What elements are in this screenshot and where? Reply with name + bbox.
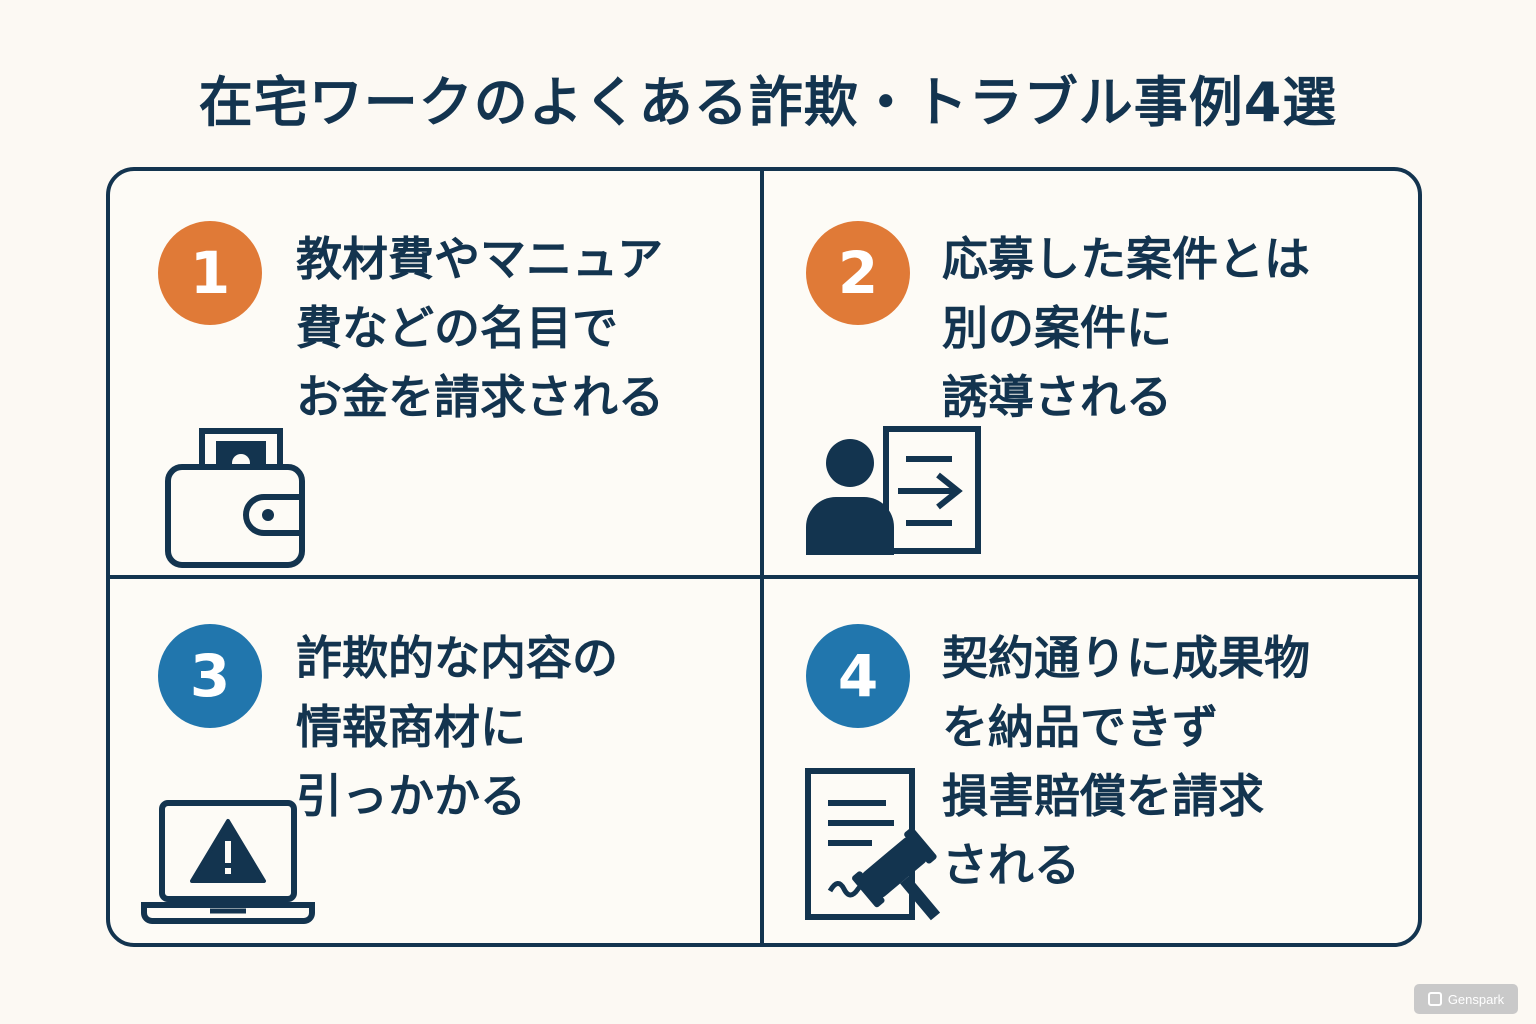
- case-card-2: 2 応募した案件とは 別の案件に 誘導される: [764, 171, 1418, 579]
- case-text-line: される: [942, 838, 1080, 892]
- genspark-logo-icon: [1427, 992, 1442, 1006]
- case-card-4: 4 契約通りに成果物 を納品できず 損害賠償を請求 される: [764, 579, 1418, 943]
- case-number-badge-2: 2: [806, 221, 910, 325]
- wallet-cash-icon: [165, 428, 305, 568]
- case-text-line: 詐欺的な内容の: [296, 631, 618, 685]
- case-text-line: 費などの名目で: [296, 301, 618, 355]
- case-text-2: 応募した案件とは 別の案件に 誘導される: [942, 225, 1310, 432]
- case-text-line: を納品できず: [942, 700, 1218, 754]
- page-title: 在宅ワークのよくある詐欺・トラブル事例4選: [198, 71, 1338, 134]
- cases-grid: 1 教材費やマニュア 費などの名目で お金を請求される 2 応募した案件とは 別…: [106, 167, 1422, 947]
- watermark-label: Genspark: [1447, 991, 1505, 1007]
- case-text-1: 教材費やマニュア 費などの名目で お金を請求される: [296, 225, 664, 432]
- person-redirect-document-icon: [806, 426, 981, 555]
- case-text-line: 教材費やマニュア: [296, 232, 664, 286]
- case-number-badge-1: 1: [158, 221, 262, 325]
- case-text-line: 別の案件に: [942, 301, 1172, 355]
- case-text-line: 損害賠償を請求: [942, 769, 1264, 823]
- laptop-warning-icon: [141, 800, 315, 924]
- case-card-3: 3 詐欺的な内容の 情報商材に 引っかかる: [110, 579, 764, 943]
- case-text-line: 誘導される: [942, 370, 1172, 424]
- case-text-line: 情報商材に: [296, 700, 526, 754]
- case-number-badge-3: 3: [158, 624, 262, 728]
- case-number-badge-4: 4: [806, 624, 910, 728]
- case-text-3: 詐欺的な内容の 情報商材に 引っかかる: [296, 624, 618, 831]
- case-text-line: 契約通りに成果物: [942, 631, 1310, 685]
- case-text-line: お金を請求される: [296, 370, 664, 424]
- case-text-line: 引っかかる: [296, 769, 526, 823]
- case-text-line: 応募した案件とは: [942, 232, 1310, 286]
- case-card-1: 1 教材費やマニュア 費などの名目で お金を請求される: [110, 171, 764, 579]
- watermark: Genspark: [1414, 984, 1518, 1014]
- contract-gavel-icon: [805, 768, 941, 921]
- case-text-4: 契約通りに成果物 を納品できず 損害賠償を請求 される: [942, 624, 1310, 900]
